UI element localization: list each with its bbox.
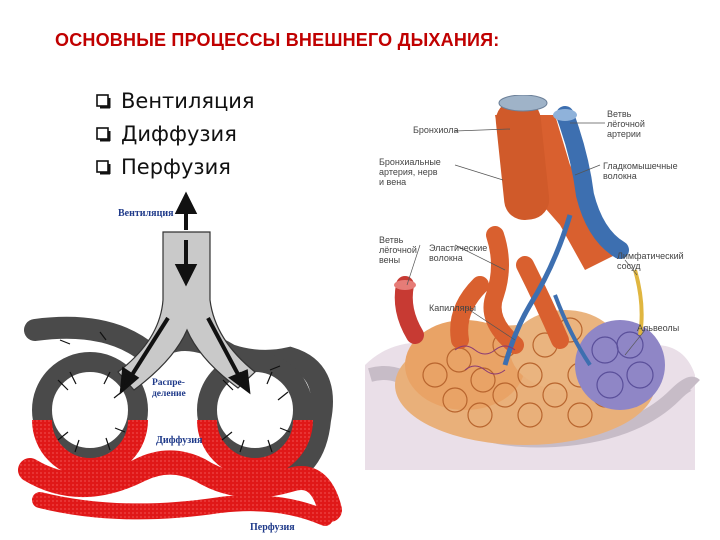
list-item: Вентиляция (96, 84, 255, 117)
label-lymph-vessel: Лимфатический сосуд (617, 251, 684, 271)
checkbox-bullet-icon (96, 160, 111, 175)
label-perfusion: Перфузия (250, 522, 295, 533)
alveoli-illustration: Бронхиола Ветвь лёгочной артерии Бронхиа… (355, 95, 705, 475)
label-pulm-vein-branch: Ветвь лёгочной вены (379, 235, 417, 265)
label-bronchial-vessels: Бронхиальные артерия, нерв и вена (379, 157, 441, 187)
label-diffusion: Диффузия (156, 435, 203, 446)
checkbox-bullet-icon (96, 94, 111, 109)
label-distribution: Распре- деление (152, 378, 186, 399)
label-capillaries: Капилляры (429, 303, 476, 313)
process-list: Вентиляция Диффузия Перфузия (96, 84, 255, 183)
list-item: Перфузия (96, 150, 255, 183)
bullet-ventilation: Вентиляция (121, 88, 255, 113)
label-alveoli: Альвеолы (637, 323, 680, 333)
label-ventilation: Вентиляция (118, 208, 174, 219)
label-smooth-muscle: Гладкомышечные волокна (603, 161, 678, 181)
label-pulm-artery-branch: Ветвь лёгочной артерии (607, 109, 645, 139)
alveoli-illustration-art (365, 95, 700, 470)
bullet-diffusion: Диффузия (121, 121, 237, 146)
label-bronchiole: Бронхиола (413, 125, 459, 135)
respiration-scheme: Вентиляция Распре- деление Диффузия Перф… (18, 191, 342, 533)
label-elastic-fibers: Эластические волокна (429, 243, 488, 263)
checkbox-bullet-icon (96, 127, 111, 142)
bullet-perfusion: Перфузия (121, 154, 231, 179)
list-item: Диффузия (96, 117, 255, 150)
respiration-scheme-art (18, 191, 342, 526)
slide-title: ОСНОВНЫЕ ПРОЦЕССЫ ВНЕШНЕГО ДЫХАНИЯ: (55, 30, 500, 50)
